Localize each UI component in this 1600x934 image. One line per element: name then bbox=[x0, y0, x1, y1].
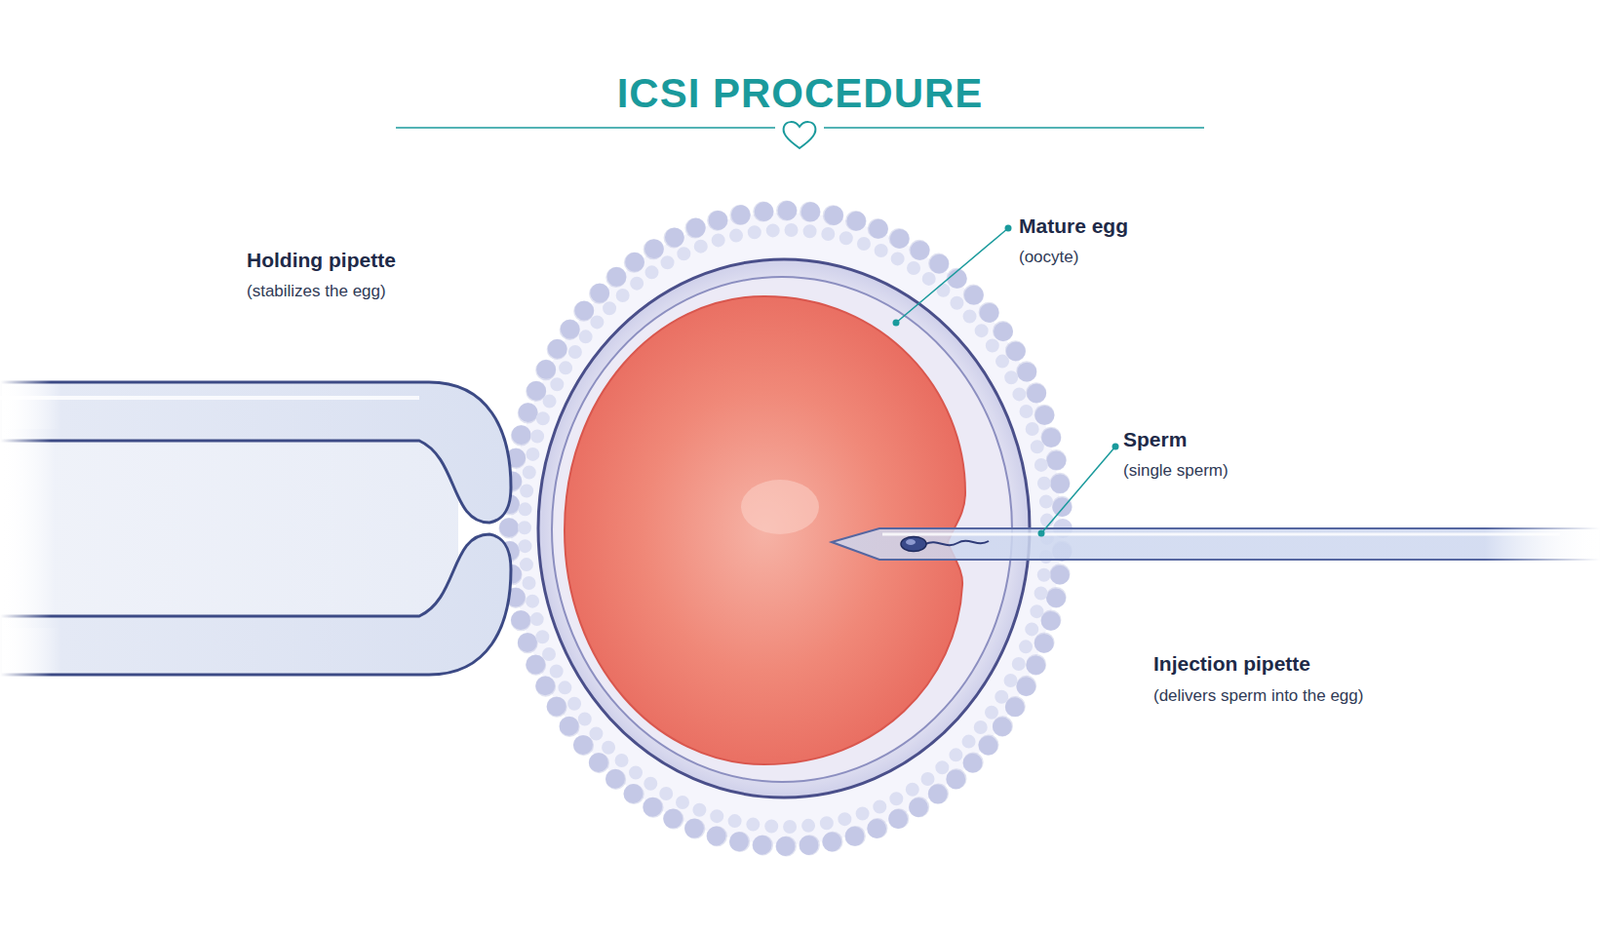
injection-pipette-sheen bbox=[882, 533, 1561, 537]
part-note: (oocyte) bbox=[1018, 247, 1079, 268]
holding-pipette-wall bbox=[0, 382, 511, 523]
holding-pipette-sheen bbox=[0, 395, 420, 400]
cytoplasm-highlight bbox=[741, 479, 820, 535]
diagram-title: ICSI PROCEDURE bbox=[0, 70, 1600, 118]
part-label: Injection pipette bbox=[1153, 652, 1311, 676]
part-label: Holding pipette bbox=[246, 248, 396, 273]
part-label: Mature egg bbox=[1018, 214, 1129, 238]
holding-pipette-lumen bbox=[0, 429, 459, 628]
injection-pipette bbox=[831, 528, 1600, 560]
leader-dot bbox=[1038, 530, 1046, 538]
leader-line bbox=[1041, 446, 1116, 534]
leader-dot bbox=[893, 319, 900, 327]
part-note: (stabilizes the egg) bbox=[246, 281, 387, 302]
heart-icon bbox=[783, 121, 817, 149]
sperm-tail bbox=[925, 541, 989, 547]
part-label: Sperm bbox=[1123, 428, 1187, 452]
leader-line bbox=[896, 228, 1009, 323]
part-note: (single sperm) bbox=[1123, 461, 1229, 481]
leader-dot bbox=[1005, 225, 1013, 233]
sperm-head bbox=[900, 537, 927, 552]
title-rule bbox=[395, 126, 776, 129]
title-rule bbox=[823, 126, 1205, 129]
holding-pipette-wall bbox=[0, 534, 511, 675]
part-note: (delivers sperm into the egg) bbox=[1153, 686, 1364, 706]
leader-dot bbox=[1112, 443, 1120, 451]
sperm-head-highlight bbox=[905, 539, 916, 546]
